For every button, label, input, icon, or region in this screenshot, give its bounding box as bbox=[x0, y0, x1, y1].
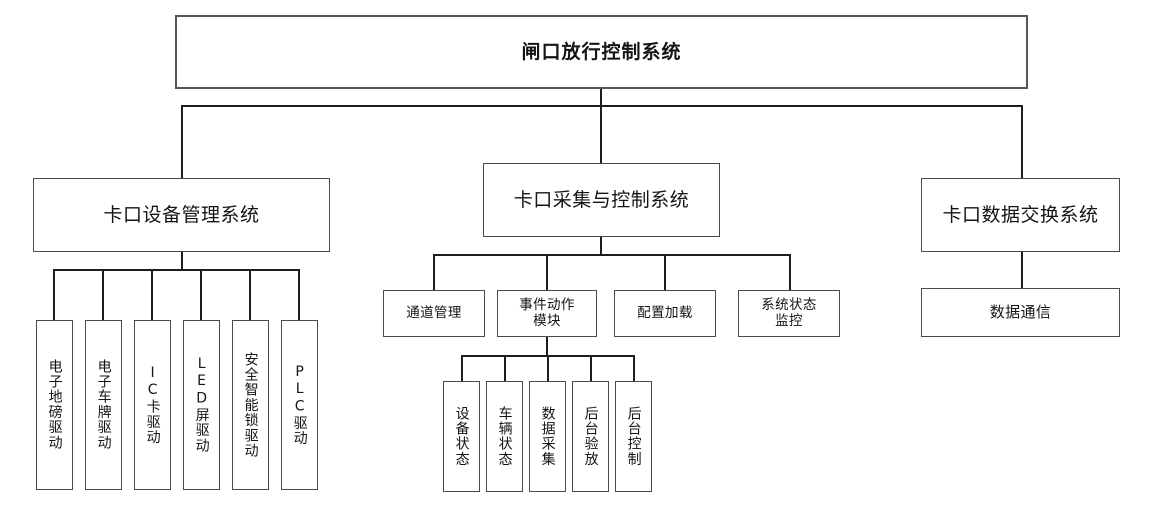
connector-branch1-bus bbox=[53, 269, 299, 271]
node-device-status-label: 设备状态 bbox=[453, 406, 470, 467]
node-config-loading[interactable]: 配置加载 bbox=[614, 290, 716, 337]
node-event-action-module-label: 事件动作模块 bbox=[519, 296, 575, 329]
connector-event1-drop bbox=[461, 355, 463, 382]
node-collection-control-system-label: 卡口采集与控制系统 bbox=[513, 188, 690, 211]
node-driver-smart-lock[interactable]: 安全智能锁驱动 bbox=[232, 320, 269, 490]
connector-root-stem bbox=[600, 89, 602, 106]
connector-module2-drop bbox=[546, 254, 548, 291]
connector-driver5-drop bbox=[249, 269, 251, 321]
connector-event2-drop bbox=[504, 355, 506, 382]
node-root[interactable]: 闸口放行控制系统 bbox=[175, 15, 1028, 89]
node-data-communication-label: 数据通信 bbox=[989, 302, 1052, 321]
node-backend-verification[interactable]: 后台验放 bbox=[572, 381, 609, 492]
node-driver-weighbridge-label: 电子地磅驱动 bbox=[46, 359, 63, 451]
node-root-label: 闸口放行控制系统 bbox=[521, 40, 682, 63]
node-channel-management[interactable]: 通道管理 bbox=[383, 290, 485, 337]
node-device-status[interactable]: 设备状态 bbox=[443, 381, 480, 492]
connector-driver2-drop bbox=[102, 269, 104, 321]
node-driver-led-screen-label: LED屏驱动 bbox=[193, 356, 210, 454]
node-driver-ic-card-label: IC卡驱动 bbox=[144, 365, 161, 445]
connector-module1-drop bbox=[433, 254, 435, 291]
node-system-status-monitor[interactable]: 系统状态监控 bbox=[738, 290, 840, 337]
connector-branch2-stem bbox=[600, 237, 602, 255]
node-collection-control-system[interactable]: 卡口采集与控制系统 bbox=[483, 163, 720, 237]
node-event-action-module[interactable]: 事件动作模块 bbox=[497, 290, 597, 337]
node-channel-management-label: 通道管理 bbox=[406, 304, 462, 321]
node-driver-weighbridge[interactable]: 电子地磅驱动 bbox=[36, 320, 73, 490]
node-backend-verification-label: 后台验放 bbox=[582, 406, 599, 467]
node-data-exchange-system[interactable]: 卡口数据交换系统 bbox=[921, 178, 1120, 252]
connector-driver6-drop bbox=[298, 269, 300, 321]
node-data-exchange-system-label: 卡口数据交换系统 bbox=[942, 203, 1099, 226]
node-driver-ic-card[interactable]: IC卡驱动 bbox=[134, 320, 171, 490]
node-data-collection[interactable]: 数据采集 bbox=[529, 381, 566, 492]
connector-event4-drop bbox=[590, 355, 592, 382]
node-vehicle-status-label: 车辆状态 bbox=[496, 406, 513, 467]
node-data-collection-label: 数据采集 bbox=[539, 406, 556, 467]
connector-module3-drop bbox=[664, 254, 666, 291]
connector-branch2-drop bbox=[600, 105, 602, 164]
connector-event-module-stem bbox=[546, 337, 548, 356]
connector-event5-drop bbox=[633, 355, 635, 382]
connector-branch2-bus bbox=[433, 254, 790, 256]
node-driver-eplate[interactable]: 电子车牌驱动 bbox=[85, 320, 122, 490]
connector-branch1-drop bbox=[181, 105, 183, 179]
node-driver-plc[interactable]: PLC驱动 bbox=[281, 320, 318, 490]
connector-branch1-stem bbox=[181, 252, 183, 270]
node-driver-smart-lock-label: 安全智能锁驱动 bbox=[242, 351, 259, 459]
node-system-status-monitor-label: 系统状态监控 bbox=[761, 296, 817, 329]
connector-driver3-drop bbox=[151, 269, 153, 321]
node-driver-plc-label: PLC驱动 bbox=[291, 364, 308, 446]
connector-branch3-drop bbox=[1021, 105, 1023, 179]
connector-module4-drop bbox=[789, 254, 791, 291]
connector-event3-drop bbox=[547, 355, 549, 382]
connector-branch3-stem bbox=[1021, 252, 1023, 289]
connector-driver1-drop bbox=[53, 269, 55, 321]
node-data-communication[interactable]: 数据通信 bbox=[921, 288, 1120, 337]
node-vehicle-status[interactable]: 车辆状态 bbox=[486, 381, 523, 492]
node-device-management-system[interactable]: 卡口设备管理系统 bbox=[33, 178, 330, 252]
connector-driver4-drop bbox=[200, 269, 202, 321]
node-driver-led-screen[interactable]: LED屏驱动 bbox=[183, 320, 220, 490]
node-backend-control-label: 后台控制 bbox=[625, 406, 642, 467]
node-device-management-system-label: 卡口设备管理系统 bbox=[103, 203, 260, 226]
node-driver-eplate-label: 电子车牌驱动 bbox=[95, 359, 112, 451]
node-backend-control[interactable]: 后台控制 bbox=[615, 381, 652, 492]
node-config-loading-label: 配置加载 bbox=[637, 304, 693, 321]
